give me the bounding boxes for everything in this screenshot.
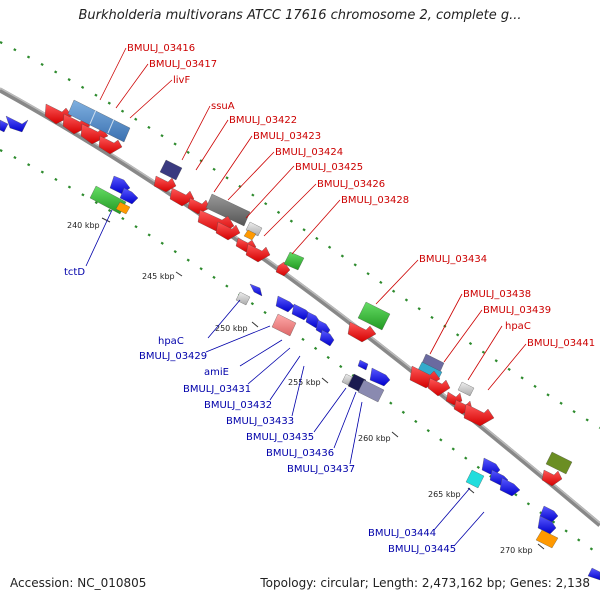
label-hpac-minus[interactable]: hpaC: [158, 336, 184, 347]
label-bmulj-03416[interactable]: BMULJ_03416: [127, 43, 195, 54]
label-bmulj-03435[interactable]: BMULJ_03435: [246, 432, 314, 443]
tick-250: 250 kbp: [215, 324, 248, 333]
label-amie[interactable]: amiE: [204, 367, 229, 378]
label-livf[interactable]: livF: [173, 75, 190, 86]
label-bmulj-03438[interactable]: BMULJ_03438: [463, 289, 531, 300]
tick-255: 255 kbp: [288, 378, 321, 387]
tick-270: 270 kbp: [500, 546, 533, 555]
label-bmulj-03434[interactable]: BMULJ_03434: [419, 254, 487, 265]
minus-strand-genes: [0, 115, 600, 581]
accession-text: Accession: NC_010805: [10, 576, 147, 590]
label-bmulj-03417[interactable]: BMULJ_03417: [149, 59, 217, 70]
label-bmulj-03429[interactable]: BMULJ_03429: [139, 351, 207, 362]
minus-label-leaders: [85, 209, 485, 547]
label-bmulj-03444[interactable]: BMULJ_03444: [368, 528, 436, 539]
map-title: Burkholderia multivorans ATCC 17616 chro…: [78, 8, 522, 23]
plus-label-leaders: [99, 47, 527, 391]
plus-strand-genes: [44, 99, 573, 487]
topology-text: Topology: circular; Length: 2,473,162 bp…: [260, 576, 590, 590]
label-bmulj-03423[interactable]: BMULJ_03423: [253, 131, 321, 142]
chromosome-backbone: [0, 87, 600, 527]
label-bmulj-03445[interactable]: BMULJ_03445: [388, 544, 456, 555]
label-bmulj-03425[interactable]: BMULJ_03425: [295, 162, 363, 173]
tick-260: 260 kbp: [358, 434, 391, 443]
label-bmulj-03428[interactable]: BMULJ_03428: [341, 195, 409, 206]
label-bmulj-03432[interactable]: BMULJ_03432: [204, 400, 272, 411]
label-bmulj-03441[interactable]: BMULJ_03441: [527, 338, 595, 349]
label-bmulj-03422[interactable]: BMULJ_03422: [229, 115, 297, 126]
label-bmulj-03436[interactable]: BMULJ_03436: [266, 448, 334, 459]
tick-240: 240 kbp: [67, 221, 100, 230]
label-bmulj-03424[interactable]: BMULJ_03424: [275, 147, 343, 158]
dotted-tracks: [0, 41, 600, 556]
label-tctd[interactable]: tctD: [64, 267, 85, 278]
label-hpac-plus[interactable]: hpaC: [505, 321, 531, 332]
label-bmulj-03433[interactable]: BMULJ_03433: [226, 416, 294, 427]
label-bmulj-03426[interactable]: BMULJ_03426: [317, 179, 385, 190]
label-bmulj-03439[interactable]: BMULJ_03439: [483, 305, 551, 316]
tick-265: 265 kbp: [428, 490, 461, 499]
label-bmulj-03431[interactable]: BMULJ_03431: [183, 384, 251, 395]
tick-245: 245 kbp: [142, 272, 175, 281]
label-ssua[interactable]: ssuA: [211, 101, 235, 112]
label-bmulj-03437[interactable]: BMULJ_03437: [287, 464, 355, 475]
